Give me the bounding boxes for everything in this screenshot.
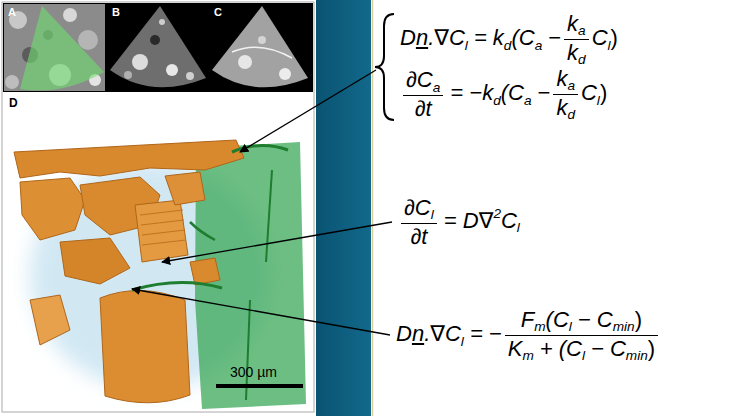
equation-term: = −	[470, 321, 502, 346]
equation-term: l	[582, 348, 585, 363]
fraction: kakd	[564, 11, 589, 68]
panel-label: D	[9, 97, 18, 110]
leader-line	[162, 222, 392, 262]
equation-term: ∂C	[406, 67, 433, 92]
root-soil-render	[3, 93, 313, 411]
equation: ∂Cl∂t= D∇2Cl	[398, 195, 520, 249]
equation-term: = −k	[450, 80, 493, 105]
equation-term: −	[548, 25, 561, 50]
leader-line	[132, 289, 390, 335]
equation-term: C	[501, 208, 517, 233]
ct-sector-b	[110, 6, 206, 87]
denominator: Km + (Cl − Cmin)	[505, 335, 658, 364]
equation-term: − C	[578, 307, 613, 332]
equation-term: D	[396, 321, 412, 346]
panel-label: A	[8, 6, 16, 18]
equation-term: a	[567, 78, 575, 93]
panel-label: C	[214, 6, 222, 18]
ct-slice-a	[4, 4, 105, 91]
equation-term: a	[578, 23, 586, 38]
equation-term: C	[592, 25, 608, 50]
numerator: ka	[553, 66, 578, 94]
equation-term: )	[648, 336, 655, 361]
equation-term: m	[522, 348, 533, 363]
equation-term: )	[600, 80, 607, 105]
equation-term: n	[416, 25, 428, 50]
equation-term: )	[635, 307, 642, 332]
equation-term: a	[535, 38, 543, 53]
fraction: Fm(Cl− Cmin)Km+ (Cl− Cmin)	[505, 307, 658, 364]
equation-term: l	[608, 38, 611, 53]
equation-term: 2	[493, 206, 501, 221]
equation-term: l	[431, 207, 434, 222]
equation-term: C	[581, 80, 597, 105]
ct-sector-c	[212, 6, 308, 87]
equation-term: = k	[474, 25, 504, 50]
equation: Dn.∇Cl= kd(Ca−kakdCl)	[400, 11, 618, 68]
equation-term: d	[493, 93, 501, 108]
equation-term: n	[412, 321, 424, 346]
numerator: ka	[564, 11, 589, 39]
numerator: ∂Cl	[401, 195, 437, 223]
equation-term: d	[578, 52, 586, 67]
equation-term: a	[524, 93, 532, 108]
equation-term: .∇C	[424, 321, 461, 346]
scale-bar	[216, 384, 303, 388]
panel-label: B	[112, 6, 120, 18]
denominator: kd	[553, 94, 578, 123]
equation-term: l	[465, 38, 468, 53]
equation-term: K	[508, 336, 523, 361]
equation-term: k	[556, 95, 567, 120]
denominator: ∂t	[403, 95, 443, 121]
equation: Dn.∇Cl= −Fm(Cl− Cmin)Km+ (Cl− Cmin)	[396, 307, 661, 364]
equation-term: l	[461, 334, 464, 349]
fraction: ∂Cl∂t	[401, 195, 437, 249]
denominator: kd	[564, 39, 589, 68]
equation-term: + (C	[540, 336, 582, 361]
equation-term: − C	[591, 336, 626, 361]
equation-term: l	[597, 93, 600, 108]
equation-term: ∂t	[410, 224, 427, 249]
equation-term: .∇C	[428, 25, 465, 50]
equation-term: d	[504, 38, 512, 53]
equation-term: (C	[546, 307, 569, 332]
equation-term: l	[569, 319, 572, 334]
equation-term: k	[567, 11, 578, 36]
brace	[375, 14, 394, 120]
leader-line	[240, 70, 376, 152]
scale-label: 300 µm	[230, 365, 277, 380]
equation-term: (C	[501, 80, 524, 105]
equation-term: min	[613, 319, 635, 334]
equation-term: F	[521, 307, 534, 332]
equation-term: (C	[511, 25, 534, 50]
equation-term: k	[556, 66, 567, 91]
numerator: Fm(Cl − Cmin)	[505, 307, 658, 335]
equation-term: l	[517, 220, 520, 235]
equation-term: D	[400, 25, 416, 50]
fraction: ∂Ca∂t	[403, 67, 443, 121]
equation-term: a	[433, 80, 441, 95]
divider-bar	[316, 0, 371, 416]
equation-term: ∂C	[404, 195, 431, 220]
numerator: ∂Ca	[403, 67, 443, 95]
equation: ∂Ca∂t= −kd(Ca−kakdCl)	[400, 66, 607, 123]
equation-term: ∂t	[415, 96, 432, 121]
equation-term: )	[611, 25, 618, 50]
equation-term: k	[567, 40, 578, 65]
figure-frame	[2, 2, 314, 412]
equation-term: d	[567, 107, 575, 122]
denominator: ∂t	[401, 223, 437, 249]
equation-term: min	[626, 348, 648, 363]
equation-term: −	[538, 80, 551, 105]
fraction: kakd	[553, 66, 578, 123]
equation-term: = D∇	[444, 208, 494, 233]
equation-term: m	[534, 319, 545, 334]
